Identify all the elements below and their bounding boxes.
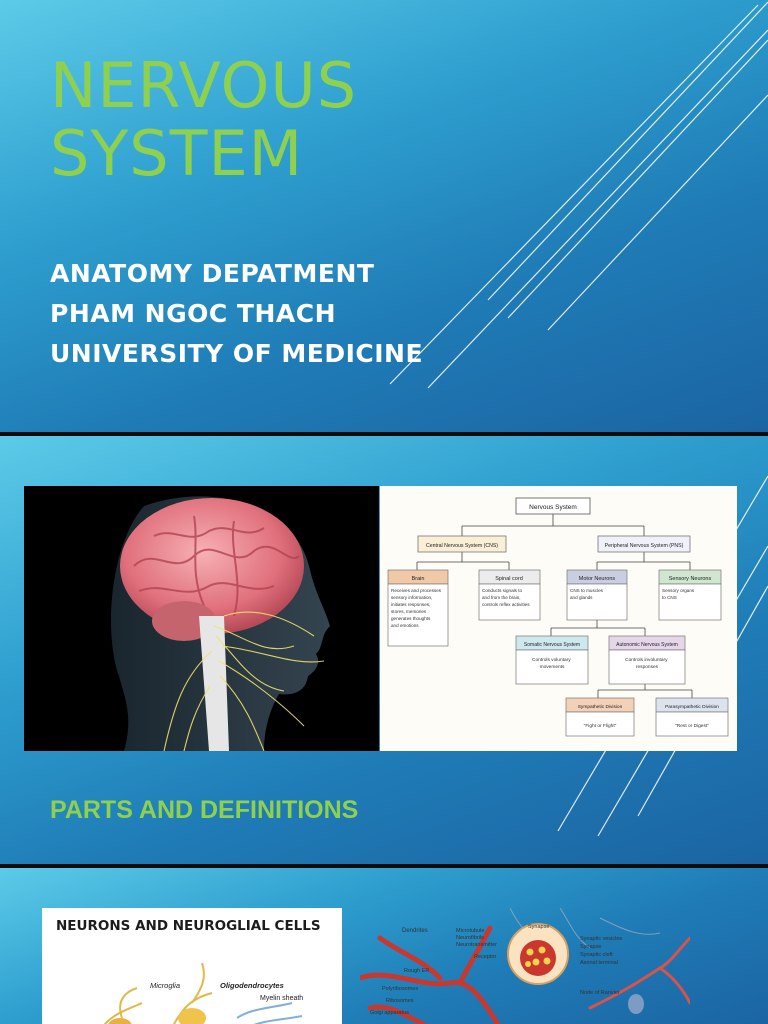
- axonal-terminal-label: Axonal terminal: [580, 960, 618, 966]
- chart-parasympathetic-title: Parasympathetic Division: [665, 704, 719, 710]
- oligodendrocytes-label: Oligodendrocytes: [220, 981, 284, 990]
- chart-pns-label: Peripheral Nervous System (PNS): [605, 543, 684, 549]
- ribosomes-label: Ribosomes: [386, 998, 414, 1004]
- title-line-1: NERVOUS: [50, 49, 358, 122]
- golgi-label: Golgi apparatus: [370, 1010, 409, 1016]
- subtitle-line-3: UNIVERSITY OF MEDICINE: [50, 339, 424, 368]
- receptor-label: Receptor: [474, 954, 496, 960]
- nervous-system-chart-image: Nervous System Central Nervous System (C…: [380, 486, 737, 751]
- chart-sensory-title: Sensory Neurons: [669, 576, 712, 582]
- chart-sympathetic-title: Sympathetic Division: [578, 704, 623, 710]
- dendrites-label: Dendrites: [402, 928, 428, 934]
- brain-nerves-image: [24, 486, 379, 751]
- chart-sympathetic-desc: "Fight or Flight": [584, 723, 617, 729]
- neuron-synapse-image: Dendrites Microtubule Neurofibrils Neuro…: [360, 908, 690, 1024]
- rough-er-label: Rough ER: [404, 968, 429, 974]
- neurons-neuroglia-image: NEURONS AND NEUROGLIAL CELLS Microglia O…: [42, 908, 342, 1024]
- synapse-label: Synapse: [528, 924, 549, 930]
- chart-autonomic-title: Autonomic Nervous System: [616, 642, 678, 648]
- chart-spinal-title: Spinal cord: [495, 576, 523, 582]
- node-ranvier-label: Node of Ranvier: [580, 990, 620, 996]
- neurotransmitter-label: Neurotransmitter: [456, 942, 497, 948]
- synaptic-vesicles-label: Synaptic vesicles: [580, 936, 622, 942]
- chart-spinal-desc: Conducts signals to and from the brain, …: [482, 588, 530, 607]
- chart-autonomic-desc: Controls involuntary responses: [625, 657, 669, 670]
- slide-title: NERVOUS SYSTEM: [50, 52, 357, 188]
- slide-subtitle: ANATOMY DEPATMENT PHAM NGOC THACH UNIVER…: [50, 254, 423, 374]
- synaptic-cleft-label: Synaptic cleft: [580, 952, 613, 958]
- neuron-image-title: NEURONS AND NEUROGLIAL CELLS: [56, 918, 321, 934]
- subtitle-line-2: PHAM NGOC THACH: [50, 299, 337, 328]
- subtitle-line-1: ANATOMY DEPATMENT: [50, 259, 375, 288]
- parts-definitions-slide: Nervous System Central Nervous System (C…: [0, 436, 768, 864]
- chart-sensory-desc: Sensory organs to CNS: [662, 588, 695, 600]
- chart-brain-desc: Receives and processes sensory informati…: [391, 588, 442, 628]
- neurons-slide: NEURONS AND NEUROGLIAL CELLS Microglia O…: [0, 868, 768, 1024]
- chart-parasympathetic-desc: "Rest or Digest": [675, 723, 709, 729]
- polyribosomes-label: Polyribosomes: [382, 986, 418, 992]
- chart-brain-title: Brain: [412, 576, 425, 582]
- chart-cns-label: Central Nervous System (CNS): [426, 543, 498, 549]
- chart-somatic-desc: Controls voluntary movements: [532, 657, 572, 670]
- microglia-label: Microglia: [150, 981, 180, 990]
- synapse-detail-label: Synapse: [580, 944, 601, 950]
- myelin-sheath-label: Myelin sheath: [260, 995, 303, 1002]
- title-slide: NERVOUS SYSTEM ANATOMY DEPATMENT PHAM NG…: [0, 0, 768, 432]
- chart-somatic-title: Somatic Nervous System: [524, 642, 580, 648]
- chart-motor-desc: CNS to muscles and glands: [570, 588, 604, 600]
- neurofibrils-label: Neurofibrils: [456, 935, 484, 941]
- title-line-2: SYSTEM: [50, 117, 304, 190]
- decorative-lines: [389, 1, 768, 389]
- chart-motor-title: Motor Neurons: [579, 576, 616, 582]
- slide-title: PARTS AND DEFINITIONS: [50, 796, 359, 824]
- chart-root-label: Nervous System: [529, 504, 577, 511]
- microtubule-label: Microtubule: [456, 928, 484, 934]
